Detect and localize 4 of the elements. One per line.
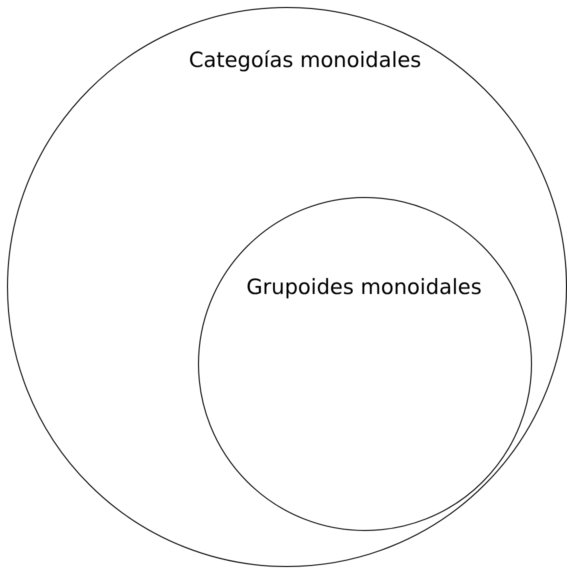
set-circle [7, 7, 567, 567]
set-label: Grupoides monoidales [246, 277, 482, 298]
set-circle [198, 197, 532, 531]
set-label: Categoías monoidales [188, 50, 422, 71]
